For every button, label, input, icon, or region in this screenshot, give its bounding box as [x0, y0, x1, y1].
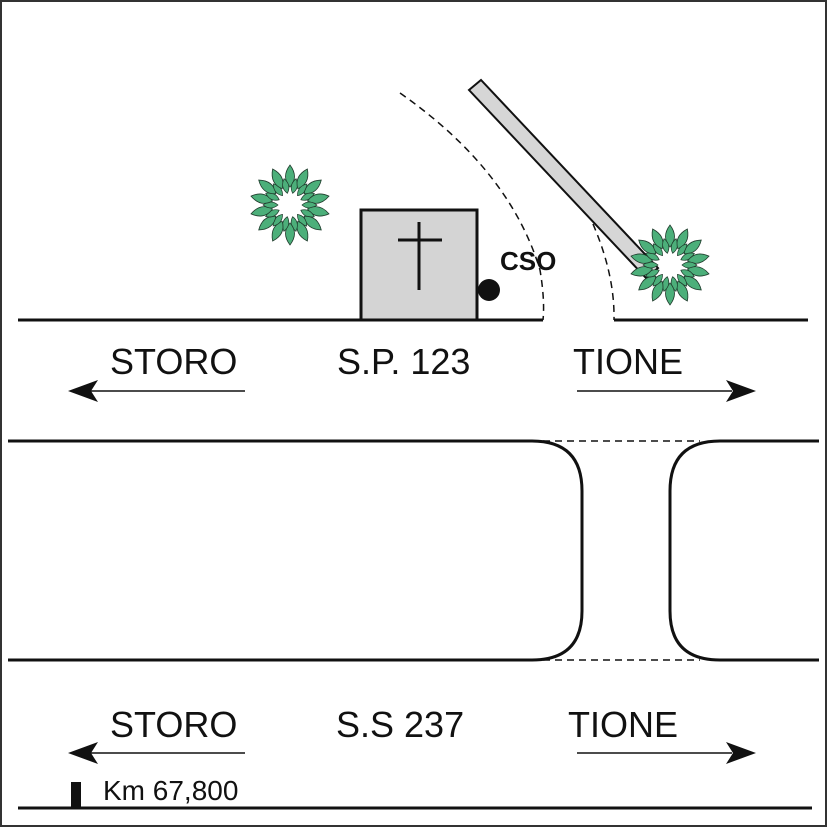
tree-leaf	[272, 183, 283, 197]
milestone-post-icon	[71, 782, 81, 808]
lower-arrow-right-icon	[577, 742, 756, 764]
point-marker-icon	[478, 279, 500, 301]
barrier-icon	[467, 78, 660, 280]
tree-leaf	[662, 276, 670, 292]
tree-leaf	[652, 273, 663, 287]
tree-leaf	[297, 183, 308, 197]
tree-leaf	[272, 213, 283, 227]
tree-leaf	[677, 273, 688, 287]
lower-road-right-direction: TIONE	[568, 704, 678, 745]
tree-leaf	[680, 252, 695, 261]
tree-leaf	[290, 178, 298, 194]
chapel-icon	[359, 208, 479, 322]
tree-leaf	[670, 276, 678, 292]
tree-leaf	[680, 269, 695, 278]
upper-road-right-direction: TIONE	[573, 341, 683, 382]
tree-leaf	[265, 209, 280, 218]
lower-road-name: S.S 237	[336, 704, 464, 745]
lower-road-left-direction: STORO	[110, 704, 237, 745]
tree-leaf	[265, 192, 280, 201]
tree-leaf	[645, 252, 660, 261]
tree-leaf	[282, 178, 290, 194]
tree-icon	[630, 224, 710, 306]
lower-road-block-right	[668, 439, 819, 662]
lower-arrow-left-icon	[68, 742, 245, 764]
milestone-label: Km 67,800	[103, 775, 238, 806]
tree-leaf	[652, 243, 663, 257]
tree-leaf	[670, 238, 678, 254]
upper-road-name: S.P. 123	[337, 341, 470, 382]
tree-leaf	[297, 213, 308, 227]
cross-icon	[398, 222, 442, 290]
upper-arrow-left-icon	[68, 380, 245, 402]
upper-arrow-right-icon	[577, 380, 756, 402]
tree-leaf	[300, 192, 315, 201]
junction-dashed-curve-right	[587, 212, 615, 321]
tree-leaf	[290, 216, 298, 232]
tree-leaf	[300, 209, 315, 218]
tree-icon	[250, 164, 330, 246]
tree-leaf	[282, 216, 290, 232]
upper-road-left-direction: STORO	[110, 341, 237, 382]
tree-leaf	[662, 238, 670, 254]
tree-leaf	[645, 269, 660, 278]
lower-road-block-left	[8, 439, 584, 662]
tree-leaf	[677, 243, 688, 257]
point-label: CSO	[500, 246, 556, 276]
